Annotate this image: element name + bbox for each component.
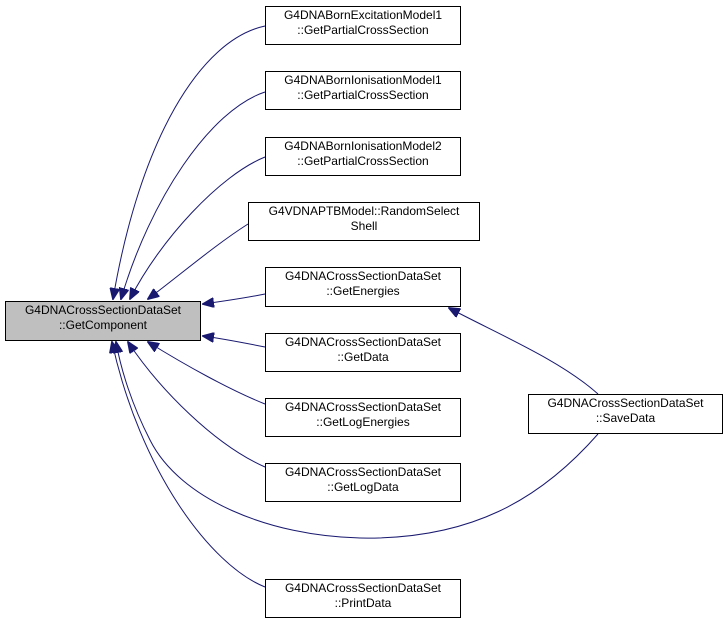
node-born-ionisation-model1-line2: ::GetPartialCrossSection [297, 88, 429, 102]
node-get-data[interactable]: G4DNACrossSectionDataSet ::GetData [265, 333, 461, 372]
edge-save-data-to-get-component [116, 342, 599, 539]
node-born-excitation-model1-line1: G4DNABornExcitationModel1 [283, 8, 443, 22]
node-save-data-line1: G4DNACrossSectionDataSet [547, 396, 704, 410]
node-born-excitation-model1[interactable]: G4DNABornExcitationModel1 ::GetPartialCr… [265, 6, 461, 45]
edge-ptb-random-to-get-component [148, 223, 249, 299]
edge-get-log-data-to-get-component [128, 342, 266, 468]
node-born-ionisation-model2-line1: G4DNABornIonisationModel2 [284, 139, 442, 153]
node-get-log-energies-line1: G4DNACrossSectionDataSet [284, 400, 442, 414]
node-get-data-line2: ::GetData [337, 350, 389, 364]
node-print-data-line1: G4DNACrossSectionDataSet [284, 581, 442, 595]
edge-get-log-energies-to-get-component [148, 342, 266, 405]
node-get-energies[interactable]: G4DNACrossSectionDataSet ::GetEnergies [265, 267, 461, 307]
node-get-log-data-line1: G4DNACrossSectionDataSet [284, 465, 442, 479]
node-get-energies-line1: G4DNACrossSectionDataSet [284, 269, 442, 283]
node-print-data[interactable]: G4DNACrossSectionDataSet ::PrintData [265, 579, 461, 618]
node-print-data-line2: ::PrintData [334, 596, 392, 610]
node-get-log-energies-line2: ::GetLogEnergies [316, 415, 410, 429]
node-ptb-random-select-shell-line2: Shell [350, 219, 378, 233]
node-ptb-random-select-shell[interactable]: G4VDNAPTBModel::RandomSelect Shell [248, 202, 480, 241]
node-get-energies-line2: ::GetEnergies [326, 284, 400, 298]
edge-save-data-to-get-energies [449, 308, 599, 395]
node-born-ionisation-model2[interactable]: G4DNABornIonisationModel2 ::GetPartialCr… [265, 137, 461, 176]
node-born-ionisation-model1-line1: G4DNABornIonisationModel1 [284, 73, 442, 87]
edge-born-ion1-to-get-component [121, 91, 266, 299]
edge-born-exc1-to-get-component [113, 25, 266, 299]
edge-get-energies-to-get-component [203, 293, 266, 304]
node-get-log-data-line2: ::GetLogData [327, 480, 399, 494]
node-get-data-line1: G4DNACrossSectionDataSet [284, 335, 442, 349]
node-born-ionisation-model2-line2: ::GetPartialCrossSection [297, 154, 429, 168]
node-save-data[interactable]: G4DNACrossSectionDataSet ::SaveData [528, 394, 723, 434]
node-born-excitation-model1-line2: ::GetPartialCrossSection [297, 23, 429, 37]
node-get-component-line2: ::GetComponent [58, 318, 148, 332]
node-ptb-random-select-shell-line1: G4VDNAPTBModel::RandomSelect [268, 204, 460, 218]
node-get-log-data[interactable]: G4DNACrossSectionDataSet ::GetLogData [265, 463, 461, 502]
edge-print-data-to-get-component [112, 342, 266, 588]
edge-get-data-to-get-component [203, 336, 266, 348]
node-get-log-energies[interactable]: G4DNACrossSectionDataSet ::GetLogEnergie… [265, 398, 461, 437]
node-save-data-line2: ::SaveData [595, 411, 656, 425]
node-get-component-line1: G4DNACrossSectionDataSet [24, 303, 182, 317]
node-get-component: G4DNACrossSectionDataSet ::GetComponent [5, 301, 201, 341]
edge-born-ion2-to-get-component [130, 156, 266, 299]
node-born-ionisation-model1[interactable]: G4DNABornIonisationModel1 ::GetPartialCr… [265, 71, 461, 110]
